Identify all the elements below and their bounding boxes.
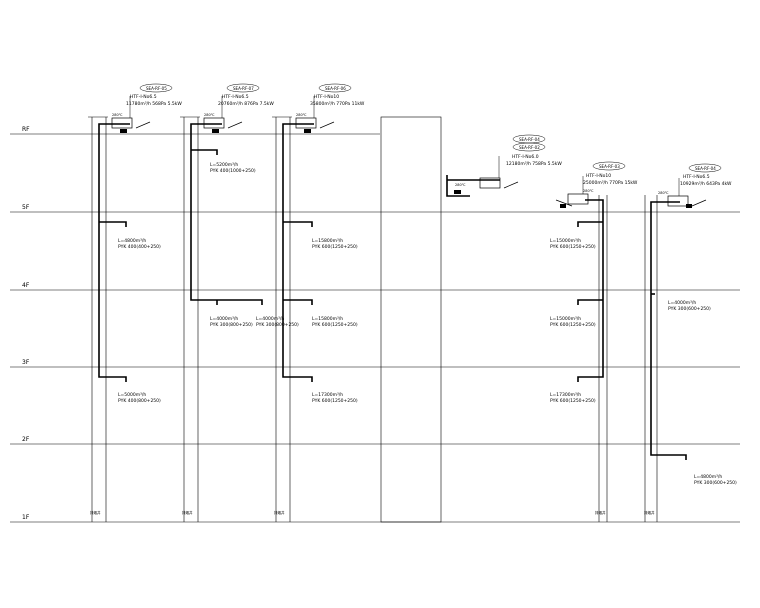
shaft-tag-3: 排烟井 xyxy=(274,510,285,515)
floor-label-1f: 1F xyxy=(22,514,30,521)
system-2-spec: 20760m³/h 876Pa 7.5kW xyxy=(218,101,274,107)
system-4-tag: SEA-RF-04 xyxy=(519,137,540,142)
fan-bases xyxy=(120,129,692,208)
shaft-tags: 排烟井 排烟井 排烟井 排烟井 排烟井 xyxy=(90,510,655,515)
floor-label-rf: RF xyxy=(22,126,30,133)
system-6-fan: HTF-I-No6.5 xyxy=(683,174,710,180)
fan-unit-2 xyxy=(203,117,225,129)
system-4-tag-2: SEA-RF-02 xyxy=(519,145,540,150)
branch-flow: L=15800m³/h xyxy=(312,238,343,244)
shaft-tag-5: 排烟井 xyxy=(644,510,655,515)
system-1-tag: SEA-RF-05 xyxy=(146,86,167,91)
damper-5: 280℃ xyxy=(583,189,594,193)
branch-duct: PYK 600(1250+250) xyxy=(312,322,358,328)
branch-flow: L=15800m³/h xyxy=(312,316,343,322)
damper-1: 280℃ xyxy=(112,113,123,117)
branch-flow: L=4800m³/h xyxy=(118,238,146,244)
tag-bubbles xyxy=(129,83,722,196)
branch-duct: PYK 300(600+250) xyxy=(668,306,711,312)
fan-unit-6 xyxy=(667,195,689,207)
fan-unit-3 xyxy=(295,117,317,129)
branch-duct: PYK 400(1000+250) xyxy=(210,168,256,174)
floor-label-2f: 2F xyxy=(22,436,30,443)
branch-duct: PYK 300(800+250) xyxy=(210,322,253,328)
branch-flow: L=4000m³/h xyxy=(668,300,696,306)
shaft-tag-1: 排烟井 xyxy=(90,510,101,515)
system-2-fan: HTF-I-No6.5 xyxy=(222,94,249,100)
branch-duct: PYK 400(800+250) xyxy=(118,398,161,404)
damper-2: 280℃ xyxy=(204,113,215,117)
floor-labels: 1F 2F 3F 4F 5F RF xyxy=(22,126,30,521)
branch-flow: L=17300m³/h xyxy=(312,392,343,398)
branch-duct: PYK 600(1250+250) xyxy=(312,244,358,250)
system-3-spec: 35800m³/h 770Pa 11kW xyxy=(310,101,365,107)
branch-annotations: L=4800m³/h PYK 400(400+250) L=5000m³/h P… xyxy=(118,162,737,486)
damper-3: 280℃ xyxy=(296,113,307,117)
system-3-tag: SEA-RF-06 xyxy=(325,86,346,91)
floor-label-4f: 4F xyxy=(22,282,30,289)
system-6-spec: 10929m³/h 643Pa 4kW xyxy=(680,181,732,187)
damper-4: 280℃ xyxy=(455,183,466,187)
system-1-spec: 11780m³/h 568Pa 5.5kW xyxy=(126,101,182,107)
fan-unit-1 xyxy=(111,117,133,129)
system-1-fan: HTF-I-No6.5 xyxy=(130,94,157,100)
shaft-walls xyxy=(88,116,658,523)
floor-label-3f: 3F xyxy=(22,359,30,366)
floor-lines xyxy=(10,133,740,523)
branch-duct: PYK 300(800+250) xyxy=(256,322,299,328)
roof-fans xyxy=(111,117,707,207)
branch-flow: L=4000m³/h xyxy=(210,316,238,322)
damper-labels: 280℃ 280℃ 280℃ 280℃ 280℃ 280℃ xyxy=(112,113,669,195)
fan-unit-4 xyxy=(479,177,501,189)
system-5-tag: SEA-RF-03 xyxy=(599,164,620,169)
system-annotations: SEA-RF-05 HTF-I-No6.5 11780m³/h 568Pa 5.… xyxy=(126,86,732,187)
branch-flow: L=4800m³/h xyxy=(694,474,722,480)
system-5-spec: 25000m³/h 770Pa 15kW xyxy=(583,180,638,186)
system-4-spec: 12180m³/h 758Pa 5.5kW xyxy=(506,161,562,167)
branch-duct: PYK 300(600+250) xyxy=(694,480,737,486)
branch-flow: L=15000m³/h xyxy=(550,316,581,322)
branch-flow: L=4000m³/h xyxy=(256,316,284,322)
branch-duct: PYK 600(1250+250) xyxy=(550,244,596,250)
system-2-tag: SEA-RF-07 xyxy=(233,86,254,91)
system-5-fan: HTF-I-No10 xyxy=(586,173,611,179)
branch-duct: PYK 600(1250+250) xyxy=(550,322,596,328)
branch-flow: L=15000m³/h xyxy=(550,238,581,244)
shaft-tag-4: 排烟井 xyxy=(595,510,606,515)
floor-label-5f: 5F xyxy=(22,204,30,211)
branch-flow: L=17300m³/h xyxy=(550,392,581,398)
branch-duct: PYK 400(400+250) xyxy=(118,244,161,250)
exhaust-ducts xyxy=(98,123,687,460)
damper-6: 280℃ xyxy=(658,191,669,195)
branch-flow: L=5200m³/h xyxy=(210,162,238,168)
shaft-tag-2: 排烟井 xyxy=(182,510,193,515)
system-6-tag: SEA-RF-04 xyxy=(695,166,716,171)
fan-unit-5 xyxy=(567,193,589,205)
system-3-fan: HTF-I-No10 xyxy=(314,94,339,100)
branch-flow: L=5000m³/h xyxy=(118,392,146,398)
system-4-fan: HTF-I-No6.0 xyxy=(512,154,539,160)
branch-duct: PYK 600(1250+250) xyxy=(550,398,596,404)
branch-duct: PYK 600(1250+250) xyxy=(312,398,358,404)
